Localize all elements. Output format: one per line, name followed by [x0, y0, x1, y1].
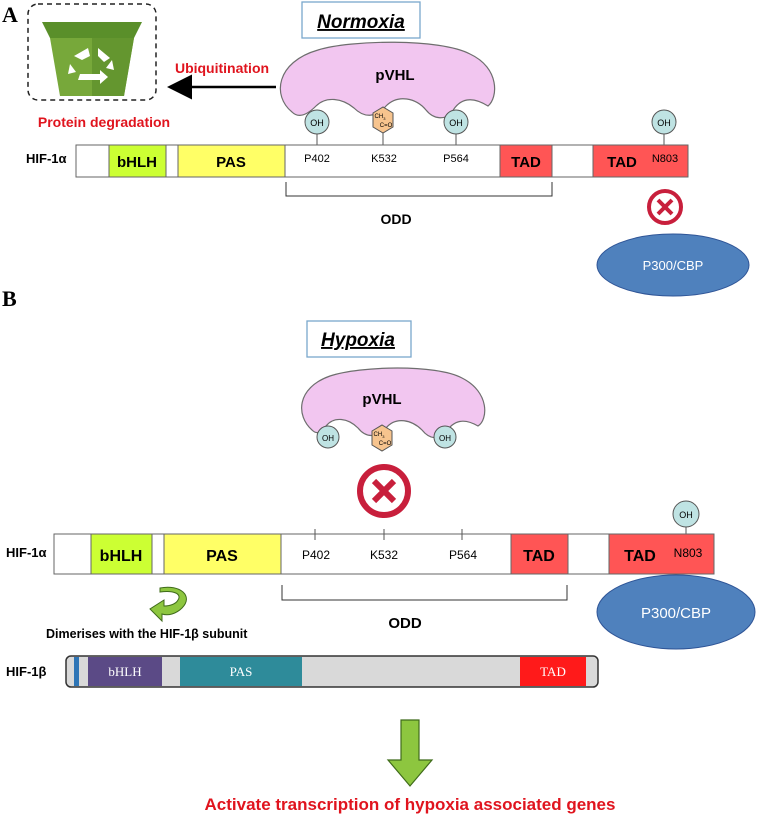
site-p564-b: P564 [449, 548, 477, 562]
bhlh-domain-b [90, 533, 153, 575]
oh-circle-1-b [316, 425, 340, 449]
pvhl-label-a: pVHL [375, 67, 414, 84]
oh-label-n803-b: OH [679, 510, 693, 520]
hypoxia-title: Hypoxia [321, 330, 395, 351]
recycle-bin-icon [27, 3, 157, 101]
site-k532-b: K532 [370, 548, 398, 562]
hif1b-bhlh-domain [88, 657, 162, 686]
tad1-domain-a [499, 144, 553, 178]
hif1a-label-a: HIF-1α [26, 151, 67, 166]
odd-bracket-b [281, 585, 568, 601]
hif1b-tad-domain [520, 657, 586, 686]
site-p402-a: P402 [304, 153, 330, 165]
pvhl-label-b: pVHL [362, 391, 401, 408]
bhlh-domain-a [108, 144, 167, 178]
pas-label-b: PAS [206, 548, 238, 565]
curved-arrow-icon [149, 586, 187, 623]
hif1b-pas-label: PAS [230, 664, 253, 679]
carbonyl-label-b: C=O [379, 441, 392, 447]
site-p402-b: P402 [302, 548, 330, 562]
tad1-label-b: TAD [523, 548, 555, 565]
panel-b-label: B [2, 286, 17, 311]
tad2-domain-b [608, 533, 715, 575]
hypoxia-title-box [306, 320, 412, 358]
odd-label-b: ODD [388, 615, 422, 632]
methyl-label-b: CH3 [374, 432, 386, 439]
pas-label-a: PAS [216, 154, 246, 171]
pas-domain-b [163, 533, 282, 575]
tad2-label-a: TAD [607, 154, 637, 171]
result-label: Activate transcription of hypoxia associ… [205, 795, 616, 814]
n803-label-a: N803 [652, 153, 678, 165]
panel-a-label: A [2, 2, 18, 27]
acetyl-hexagon-a [372, 106, 394, 134]
hif1b-blue-segment [74, 657, 79, 686]
hif1a-bar-b [53, 533, 715, 575]
normoxia-title: Normoxia [317, 12, 405, 33]
p300-cbp-ellipse-b [596, 574, 756, 650]
oh-label-p564-a: OH [449, 118, 463, 128]
hif1b-pas-domain [180, 657, 302, 686]
oh-label-n803-a: OH [657, 118, 671, 128]
site-p564-a: P564 [443, 153, 469, 165]
oh-label-p402-a: OH [310, 118, 324, 128]
p300-cbp-label-a: P300/CBP [643, 258, 704, 273]
inhibition-x-icon [357, 464, 411, 518]
bhlh-label-b: bHLH [100, 548, 143, 565]
n803-label-b: N803 [674, 546, 703, 560]
protein-degradation-label: Protein degradation [38, 114, 170, 130]
oh-circle-2-b [433, 425, 457, 449]
tad1-domain-b [510, 533, 569, 575]
tad2-label-b: TAD [624, 548, 656, 565]
ubiquitination-label: Ubiquitination [175, 60, 269, 76]
normoxia-title-box [301, 1, 421, 39]
site-k532-a: K532 [371, 153, 397, 165]
inhibition-x-icon [647, 189, 683, 225]
acetyl-hexagon-b [371, 424, 393, 452]
hif1b-label: HIF-1β [6, 664, 47, 679]
tad2-domain-a [592, 144, 689, 178]
hif1b-tad-label: TAD [540, 664, 566, 679]
down-arrow-icon [386, 719, 434, 787]
tad1-label-a: TAD [511, 154, 541, 171]
carbonyl-label-a: C=O [380, 123, 393, 129]
pas-domain-a [177, 144, 286, 178]
p300-cbp-label-b: P300/CBP [641, 605, 711, 622]
dimerise-label: Dimerises with the HIF-1β subunit [46, 627, 248, 641]
hif1a-bar-a [75, 144, 689, 178]
bhlh-label-a: bHLH [117, 154, 157, 171]
oh-label-2-b: OH [439, 434, 451, 443]
methyl-label-a: CH3 [375, 114, 387, 121]
hif1b-bhlh-label: bHLH [108, 664, 141, 679]
hif1b-bar [65, 655, 599, 688]
odd-label-a: ODD [380, 211, 411, 227]
p300-cbp-ellipse-a [596, 233, 750, 297]
odd-bracket-a [285, 182, 553, 197]
oh-label-1-b: OH [322, 434, 334, 443]
hif1a-label-b: HIF-1α [6, 545, 47, 560]
